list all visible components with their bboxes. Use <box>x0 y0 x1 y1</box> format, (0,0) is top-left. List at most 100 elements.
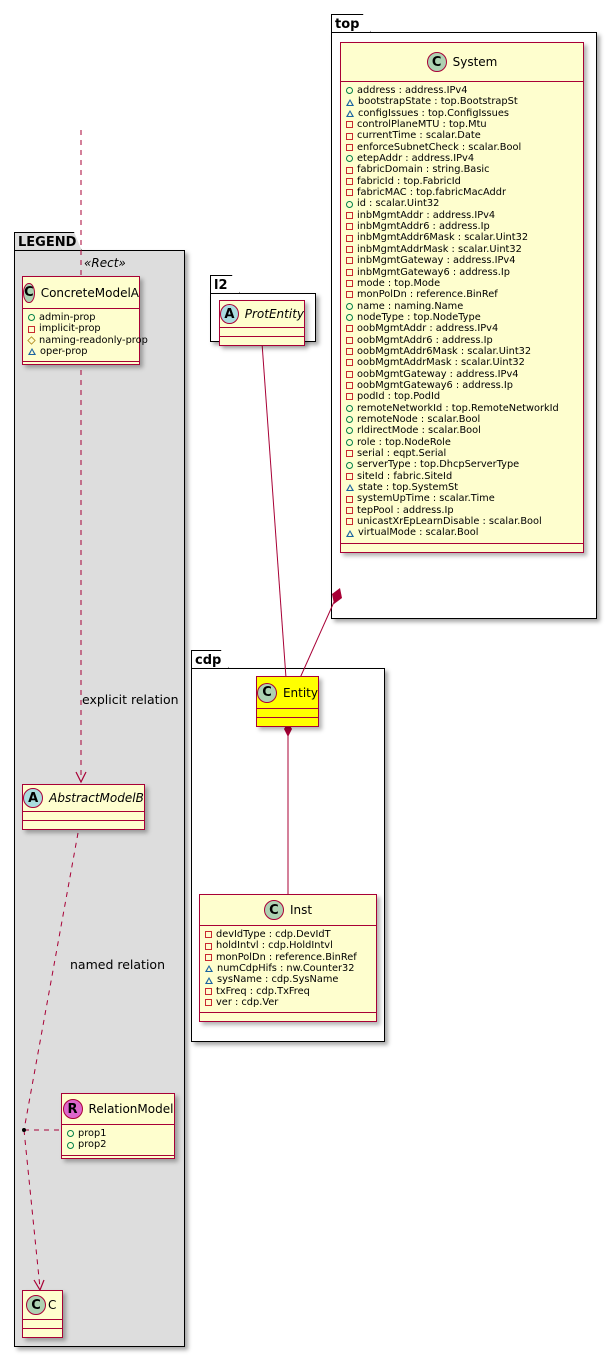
attribute-text: unicastXrEpLearnDisable : scalar.Bool <box>357 516 542 528</box>
public-visibility-icon <box>346 438 353 446</box>
attribute-row: remoteNetworkId : top.RemoteNetworkId <box>346 403 583 414</box>
attribute-row: address : address.IPv4 <box>346 85 583 96</box>
public-visibility-icon <box>67 1130 74 1138</box>
explicit-relation-label: explicit relation <box>82 692 179 707</box>
class-header: C System <box>341 43 583 82</box>
attribute-text: oobMgmtGateway : address.IPv4 <box>357 368 519 380</box>
association-point <box>22 1128 26 1132</box>
class-c[interactable]: C C <box>22 1290 63 1338</box>
private-visibility-icon <box>346 291 353 299</box>
attribute-row: naming-readonly-prop <box>27 335 148 346</box>
attribute-text: inbMgmtAddrMask : scalar.Uint32 <box>357 243 522 255</box>
attribute-row: oper-prop <box>28 346 139 357</box>
package-tab-cdp: cdp <box>191 650 229 669</box>
attribute-text: prop2 <box>78 1139 107 1151</box>
attribute-row: remoteNode : scalar.Bool <box>346 414 583 425</box>
attribute-row: configIssues : top.ConfigIssues <box>346 108 583 119</box>
attribute-text: remoteNetworkId : top.RemoteNetworkId <box>357 402 559 414</box>
attribute-text: serial : eqpt.Serial <box>357 448 447 459</box>
attribute-row: siteId : fabric.SiteId <box>346 471 583 482</box>
attribute-row: oobMgmtAddr6Mask : scalar.Uint32 <box>346 346 583 357</box>
class-badge-icon: C <box>257 682 277 703</box>
class-name: RelationModel <box>88 1102 174 1116</box>
attribute-text: devIdType : cdp.DevIdT <box>216 929 331 940</box>
attribute-row: name : naming.Name <box>346 301 583 312</box>
attribute-text: inbMgmtAddr6Mask : scalar.Uint32 <box>357 232 529 244</box>
attribute-row: mode : top.Mode <box>346 278 583 289</box>
attribute-text: admin-prop <box>39 312 96 323</box>
class-abstractmodelb[interactable]: A AbstractModelB <box>22 784 145 830</box>
attribute-text: txFreq : cdp.TxFreq <box>216 985 310 997</box>
private-visibility-icon <box>346 359 353 367</box>
attribute-text: currentTime : scalar.Date <box>357 130 481 142</box>
attribute-row: inbMgmtAddr6 : address.Ip <box>346 221 583 232</box>
private-visibility-icon <box>346 393 353 401</box>
attribute-text: monPolDn : reference.BinRef <box>216 951 357 963</box>
attribute-text: tepPool : address.Ip <box>357 504 454 516</box>
class-name: ProtEntity <box>244 307 304 321</box>
attribute-text: enforceSubnetCheck : scalar.Bool <box>357 141 522 153</box>
attribute-text: systemUpTime : scalar.Time <box>357 493 495 505</box>
private-visibility-icon <box>346 450 353 458</box>
protected-visibility-icon <box>205 976 213 984</box>
public-visibility-icon <box>346 155 353 163</box>
private-visibility-icon <box>346 336 353 344</box>
private-visibility-icon <box>346 189 353 197</box>
attribute-row: podId : top.PodId <box>346 391 583 402</box>
attribute-text: sysName : cdp.SysName <box>217 974 339 986</box>
attribute-row: oobMgmtAddr6 : address.Ip <box>346 335 583 346</box>
attribute-row: serverType : top.DhcpServerType <box>346 459 583 470</box>
attribute-text: oobMgmtGateway6 : address.Ip <box>357 379 514 391</box>
private-visibility-icon <box>205 999 212 1007</box>
class-badge-icon: C <box>263 900 284 920</box>
attribute-row: role : top.NodeRole <box>346 437 583 448</box>
private-visibility-icon <box>346 506 353 514</box>
attribute-row: txFreq : cdp.TxFreq <box>205 986 376 997</box>
attribute-row: fabricMAC : top.fabricMacAddr <box>346 187 583 198</box>
attribute-text: state : top.SystemSt <box>358 482 459 494</box>
package-tab-l2: l2 <box>210 275 240 294</box>
attribute-text: fabricId : top.FabricId <box>357 175 461 187</box>
class-header: A ProtEntity <box>220 301 304 328</box>
attribute-row: virtualMode : scalar.Bool <box>346 527 583 538</box>
attribute-text: fabricMAC : top.fabricMacAddr <box>357 187 506 199</box>
public-visibility-icon <box>346 416 353 424</box>
class-header: R RelationModel <box>62 1094 174 1125</box>
public-visibility-icon <box>346 200 353 208</box>
attribute-row: oobMgmtAddrMask : scalar.Uint32 <box>346 357 583 368</box>
attribute-text: inbMgmtGateway6 : address.Ip <box>357 266 510 278</box>
class-header: C Entity <box>257 677 318 709</box>
attribute-row: ver : cdp.Ver <box>205 997 376 1008</box>
protected-visibility-icon <box>346 529 354 537</box>
attribute-row: oobMgmtGateway : address.IPv4 <box>346 369 583 380</box>
attribute-row: state : top.SystemSt <box>346 482 583 493</box>
named-relation-line-1 <box>23 832 79 1131</box>
attribute-row: unicastXrEpLearnDisable : scalar.Bool <box>346 516 583 527</box>
package-visibility-icon <box>27 336 36 345</box>
attribute-text: numCdpHifs : nw.Counter32 <box>217 963 355 975</box>
class-protentity[interactable]: A ProtEntity <box>219 300 305 346</box>
public-visibility-icon <box>346 87 353 95</box>
private-visibility-icon <box>346 257 353 265</box>
class-name: Inst <box>289 903 313 917</box>
attribute-row: bootstrapState : top.BootstrapSt <box>346 96 583 107</box>
attribute-row: currentTime : scalar.Date <box>346 130 583 141</box>
private-visibility-icon <box>346 143 353 151</box>
attribute-text: oper-prop <box>40 346 88 358</box>
private-visibility-icon <box>205 953 212 961</box>
attribute-text: address : address.IPv4 <box>357 85 468 96</box>
attribute-text: remoteNode : scalar.Bool <box>357 413 481 425</box>
attribute-row: devIdType : cdp.DevIdT <box>205 929 376 940</box>
attribute-row: sysName : cdp.SysName <box>205 974 376 985</box>
class-name: AbstractModelB <box>49 791 144 805</box>
private-visibility-icon <box>346 234 353 242</box>
class-entity[interactable]: C Entity <box>256 676 319 727</box>
attribute-text: siteId : fabric.SiteId <box>357 470 453 482</box>
attribute-row: serial : eqpt.Serial <box>346 448 583 459</box>
protected-visibility-icon <box>28 348 36 356</box>
